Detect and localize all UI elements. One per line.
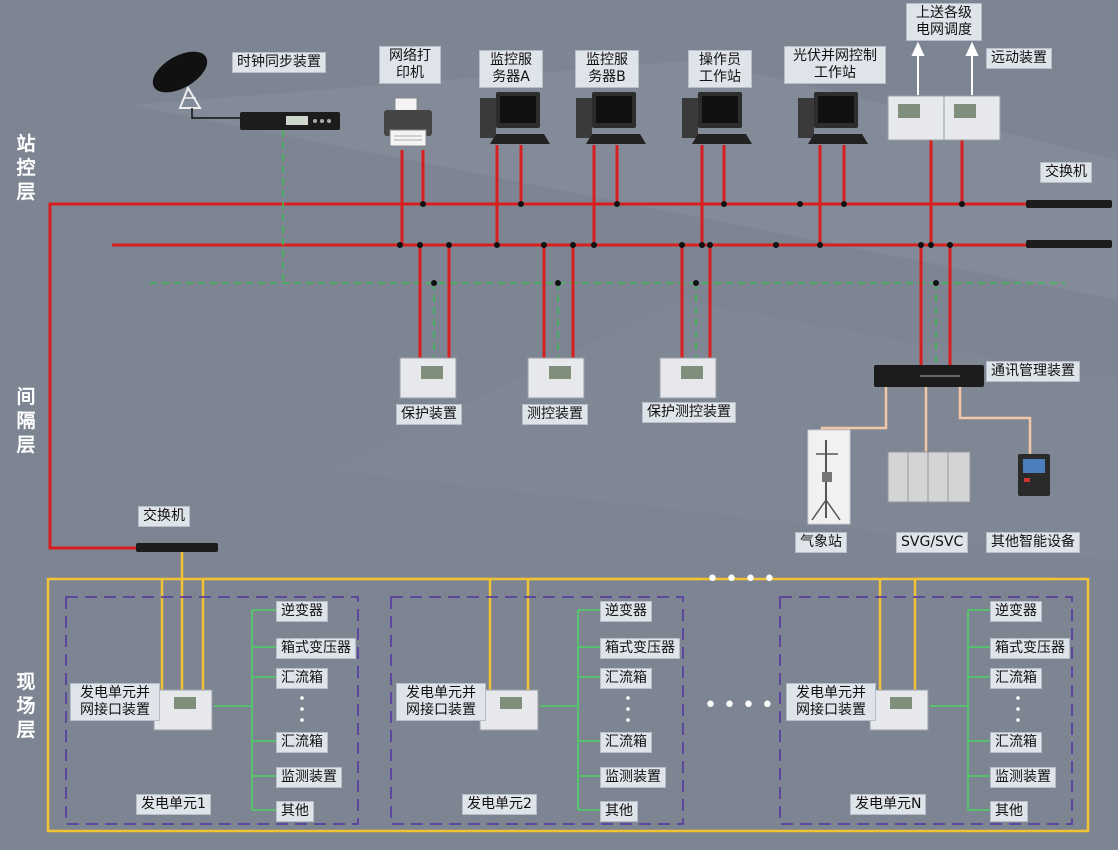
clock-sync-device-icon — [240, 112, 340, 130]
unit-borders — [65, 596, 1073, 825]
upload-arrows — [911, 41, 979, 95]
switch-icon — [1026, 200, 1112, 248]
label-protection: 保护装置 — [396, 404, 462, 425]
label-server-b: 监控服务器B — [575, 50, 639, 88]
computer-icon — [682, 92, 752, 144]
measurement-device-icon — [527, 357, 585, 399]
unit-item: 监测装置 — [600, 767, 666, 788]
prot-meas-device-icon — [659, 357, 717, 399]
printer-icon — [384, 97, 432, 147]
unit-item: 箱式变压器 — [990, 638, 1070, 659]
label-comm-manager: 通讯管理装置 — [986, 361, 1080, 382]
unit-item: 汇流箱 — [276, 668, 328, 689]
label-pv-control: 光伏并网控制工作站 — [784, 46, 886, 84]
smart-meter-icon — [1018, 454, 1050, 496]
unit-item: 监测装置 — [990, 767, 1056, 788]
units-ellipsis-middle: •••• — [704, 693, 780, 718]
junction-dots — [397, 201, 965, 286]
label-telecontrol: 远动装置 — [986, 48, 1052, 69]
protection-device-icon — [399, 357, 457, 399]
unit-item: 汇流箱 — [990, 668, 1042, 689]
unit-trees — [214, 609, 992, 811]
comm-manager-icon — [874, 365, 984, 387]
unit-name: 发电单元1 — [136, 794, 211, 815]
label-svg: SVG/SVC — [896, 532, 969, 553]
unit-item: 箱式变压器 — [276, 638, 356, 659]
unit-device-icon — [479, 689, 539, 731]
unit-item: 汇流箱 — [990, 732, 1042, 753]
tree-ellipsis — [300, 696, 1020, 722]
layer-label-station: 站控层 — [16, 133, 36, 203]
label-measurement: 测控装置 — [522, 404, 588, 425]
unit-device-label: 发电单元并网接口装置 — [396, 683, 486, 721]
unit-item: 逆变器 — [276, 601, 328, 622]
layer-label-bay: 间隔层 — [16, 386, 36, 456]
unit-device-icon — [869, 689, 929, 731]
unit-item: 汇流箱 — [600, 668, 652, 689]
label-operator: 操作员工作站 — [688, 50, 752, 88]
unit-item: 逆变器 — [990, 601, 1042, 622]
svg-cabinet-icon — [887, 451, 971, 503]
telecontrol-device-icon — [887, 95, 1001, 141]
unit-item: 监测装置 — [276, 767, 342, 788]
unit-device-label: 发电单元并网接口装置 — [70, 683, 160, 721]
unit-name: 发电单元2 — [462, 794, 537, 815]
weather-station-icon — [807, 429, 851, 525]
unit-item: 汇流箱 — [600, 732, 652, 753]
unit-device-label: 发电单元并网接口装置 — [786, 683, 876, 721]
label-other-smart: 其他智能设备 — [986, 532, 1080, 553]
label-upload: 上送各级电网调度 — [906, 3, 982, 41]
unit-item: 其他 — [990, 801, 1028, 822]
label-clock-sync: 时钟同步装置 — [232, 52, 326, 73]
computer-icon — [798, 92, 868, 144]
station-bus-1 — [48, 202, 1028, 550]
label-prot-meas: 保护测控装置 — [642, 402, 736, 423]
unit-item: 箱式变压器 — [600, 638, 680, 659]
computer-icon — [480, 92, 550, 144]
layer-label-field: 现场层 — [16, 671, 36, 741]
unit-item: 其他 — [600, 801, 638, 822]
units-ellipsis-top: •••• — [706, 567, 782, 592]
unit-item: 汇流箱 — [276, 732, 328, 753]
unit-item: 逆变器 — [600, 601, 652, 622]
unit-item: 其他 — [276, 801, 314, 822]
time-sync-network — [150, 130, 1065, 362]
unit-device-icon — [153, 689, 213, 731]
computer-icon — [576, 92, 646, 144]
label-weather: 气象站 — [795, 532, 847, 553]
label-printer: 网络打印机 — [379, 46, 441, 84]
label-station-switch: 交换机 — [1040, 162, 1092, 183]
unit-name: 发电单元N — [850, 794, 927, 815]
label-bay-switch: 交换机 — [138, 506, 190, 527]
label-server-a: 监控服务器A — [479, 50, 543, 88]
top-device-links — [400, 140, 964, 245]
bay-device-links — [418, 245, 952, 365]
bay-switch-icon — [136, 543, 218, 552]
